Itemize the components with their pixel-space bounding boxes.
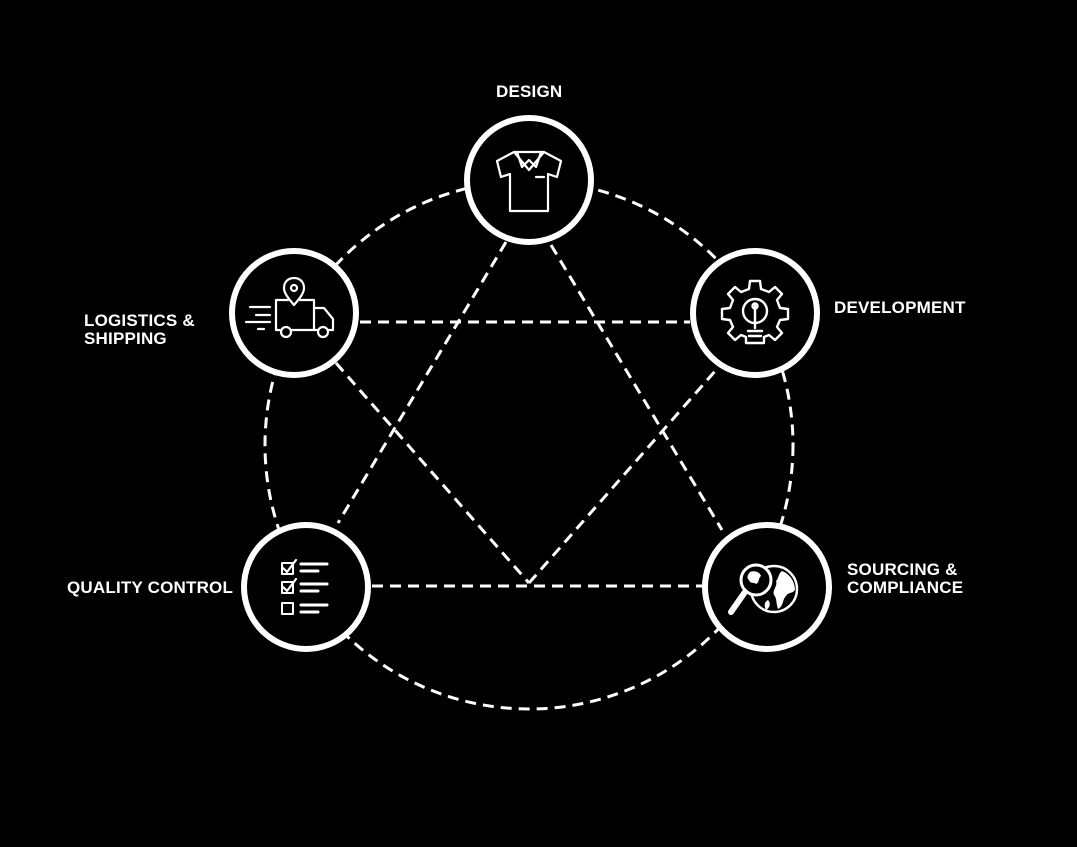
connector-design-quality: [336, 241, 508, 524]
logistics-label: LOGISTICS & SHIPPING: [84, 312, 195, 348]
node-design: [464, 115, 594, 245]
node-logistics: [229, 248, 359, 378]
checklist-icon: [281, 558, 329, 615]
connector-center-development: [527, 369, 718, 584]
logistics-label-line2: SHIPPING: [84, 329, 167, 348]
connector-logistics-center: [334, 362, 531, 584]
connector-design-sourcing: [549, 244, 724, 531]
delivery-truck-icon: [244, 276, 335, 339]
quality-label: QUALITY CONTROL: [67, 578, 234, 597]
t-shirt-icon: [495, 150, 563, 213]
design-label: DESIGN: [496, 82, 563, 101]
development-label: DEVELOPMENT: [834, 298, 966, 317]
node-quality: [241, 522, 371, 652]
logistics-label-line1: LOGISTICS &: [84, 311, 195, 330]
sourcing-label: SOURCING & COMPLIANCE: [847, 561, 963, 597]
gear-lightbulb-icon: [720, 279, 790, 345]
sourcing-label-line1: SOURCING &: [847, 560, 958, 579]
sourcing-label-line2: COMPLIANCE: [847, 578, 964, 597]
magnifier-globe-icon: [728, 563, 799, 615]
